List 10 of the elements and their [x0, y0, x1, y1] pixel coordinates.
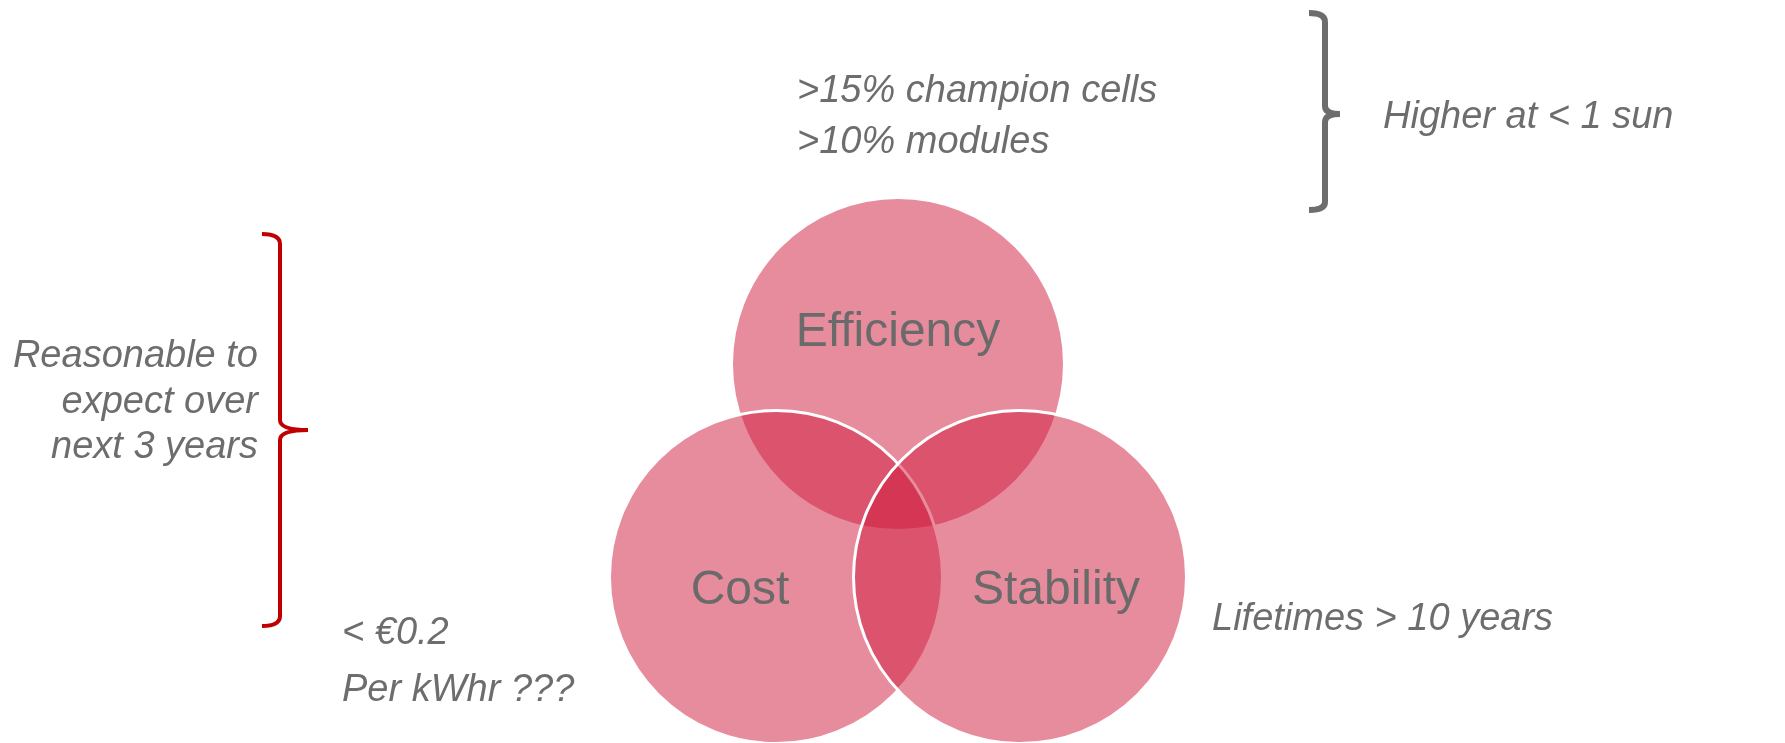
annotation-text: < €0.2	[342, 609, 449, 655]
annotation-text: Reasonable to expect over next 3 years	[11, 331, 258, 468]
annotation-text: >15% champion cells	[797, 67, 1158, 113]
circle-label: Cost	[690, 561, 790, 615]
annotation-text: Per kWhr ???	[342, 666, 575, 712]
circle-label: Stability	[971, 561, 1141, 615]
annotation-text: Higher at < 1 sun	[1383, 93, 1674, 139]
annotation-text: Lifetimes > 10 years	[1212, 595, 1554, 641]
circle-label: Efficiency	[795, 303, 1001, 357]
annotation-text: >10% modules	[797, 118, 1050, 164]
